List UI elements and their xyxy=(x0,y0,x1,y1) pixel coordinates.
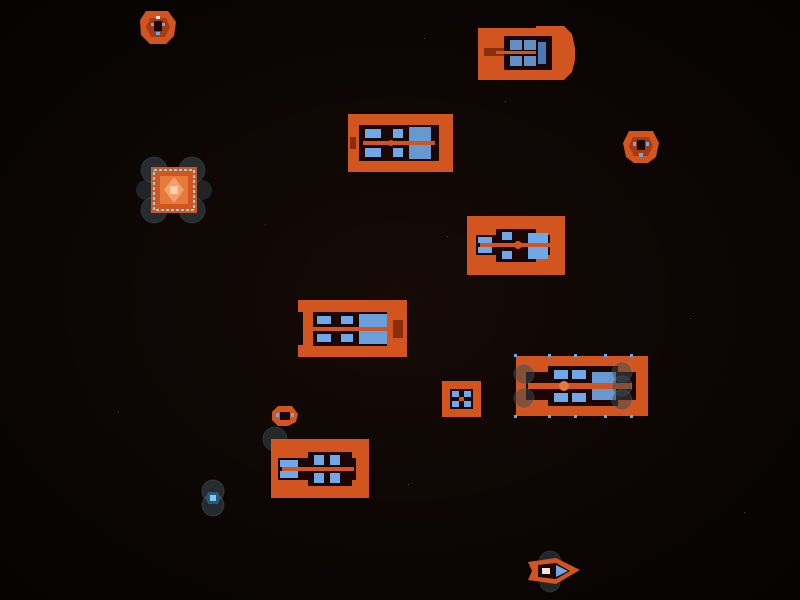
star xyxy=(424,38,425,39)
battleship-ship[interactable] xyxy=(508,352,650,420)
scout-ship-icon xyxy=(623,131,659,163)
star xyxy=(744,512,745,513)
star xyxy=(265,224,266,225)
star xyxy=(408,484,409,485)
star xyxy=(505,101,506,102)
cruiser-ship-icon xyxy=(348,114,453,172)
carrier-ship-icon xyxy=(478,26,575,80)
scout-ship[interactable] xyxy=(622,127,660,165)
shield-station[interactable] xyxy=(136,155,212,225)
scout-ship[interactable] xyxy=(138,8,178,46)
fighter-ship[interactable] xyxy=(441,380,482,418)
interceptor-ship-icon xyxy=(528,550,580,593)
star xyxy=(447,236,448,237)
shield-station-icon xyxy=(136,156,212,224)
cruiser-ship[interactable] xyxy=(270,438,370,499)
cruiser-ship-icon xyxy=(271,439,369,498)
scout-ship-icon xyxy=(140,11,176,44)
gunship-ship[interactable] xyxy=(297,298,409,359)
battleship-ship-icon xyxy=(513,354,648,418)
carrier-ship[interactable] xyxy=(476,24,576,82)
cruiser-ship[interactable] xyxy=(347,113,454,173)
fighter-ship-icon xyxy=(442,381,481,417)
interceptor-ship[interactable] xyxy=(526,550,582,593)
interceptor-ship-icon xyxy=(201,479,225,517)
gunship-ship-icon xyxy=(298,300,407,357)
frigate-ship[interactable] xyxy=(466,215,566,276)
star xyxy=(118,412,119,413)
interceptor-ship[interactable] xyxy=(198,479,228,517)
star xyxy=(690,318,691,319)
frigate-ship-icon xyxy=(467,216,565,275)
